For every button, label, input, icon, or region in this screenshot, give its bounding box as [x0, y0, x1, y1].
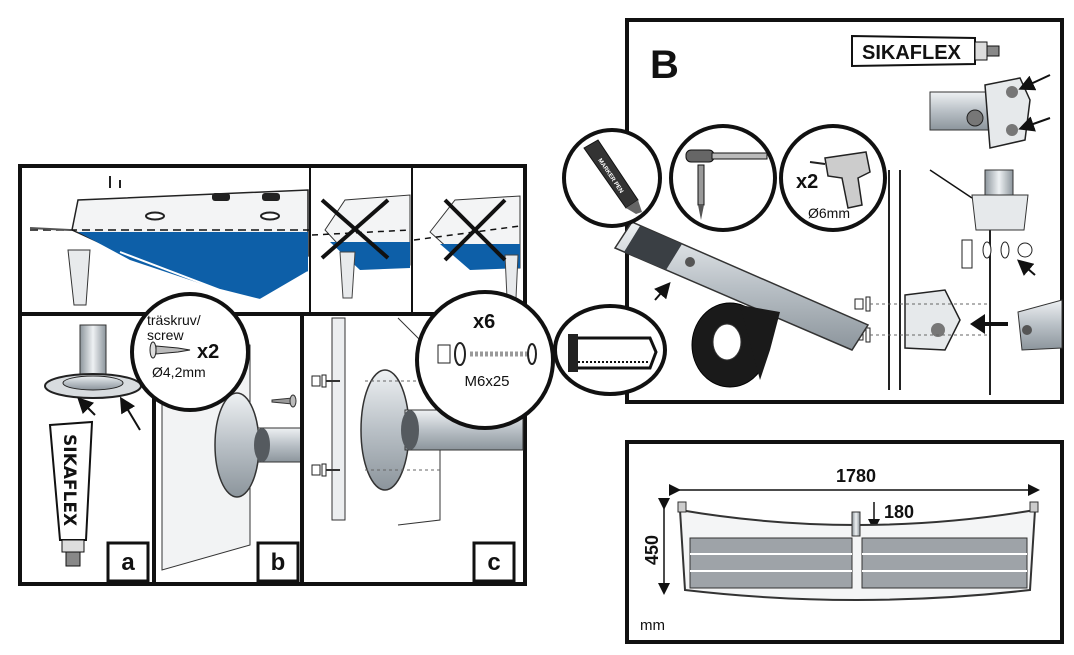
nut-icon [437, 344, 451, 364]
bolt-size: M6x25 [464, 373, 509, 390]
screw-icon [271, 394, 297, 408]
tube-label: SIKAFLEX [862, 42, 962, 64]
arrow-icon [970, 314, 1008, 334]
panel-a-letter: a [121, 549, 135, 576]
washer-icon [454, 342, 466, 366]
drill-size: Ø6mm [808, 205, 850, 221]
bolt-icon [470, 343, 537, 365]
panel-b-letter: b [271, 549, 286, 576]
screw-label-en: screw [147, 327, 184, 343]
punch-callout [669, 124, 777, 232]
panel-B-letter: B [650, 43, 679, 87]
dimension-panel: 1780 180 450 mm [625, 440, 1064, 644]
screw-callout: träskruv/ screw x2 Ø4,2mm [130, 292, 250, 412]
incorrect-position-view-2 [413, 195, 521, 299]
height-value: 450 [642, 535, 662, 565]
unit-label: mm [640, 617, 665, 634]
depth-value: 180 [884, 502, 914, 522]
screw-size: Ø4,2mm [152, 364, 206, 380]
screw-label-sv: träskruv/ [147, 312, 201, 328]
bolt-callout: x6 M6x25 [415, 290, 555, 430]
bolt-count: x6 [473, 311, 495, 333]
bolt-icon [311, 374, 340, 477]
width-value: 1780 [836, 466, 876, 486]
boat-hull-side-view [29, 176, 310, 306]
panel-c-letter: c [487, 549, 500, 576]
marker-callout: MARKER PEN [562, 128, 662, 228]
tube-label: SIKAFLEX [59, 434, 79, 526]
screw-count: x2 [197, 341, 219, 363]
drill-count: x2 [796, 171, 818, 193]
screw-icon [149, 341, 191, 359]
hacksaw-callout [553, 304, 667, 396]
incorrect-position-view-1 [311, 194, 411, 299]
sikaflex-tube-icon: SIKAFLEX [48, 420, 94, 567]
tape-roll-icon [691, 302, 780, 388]
drill-icon [809, 151, 871, 209]
hacksaw-icon [568, 334, 658, 372]
hammer-punch-icon [685, 149, 768, 220]
drill-callout: x2 Ø6mm [779, 124, 887, 232]
sikaflex-tube-icon: SIKAFLEX [851, 34, 1000, 68]
boat-views-panel [18, 164, 527, 316]
